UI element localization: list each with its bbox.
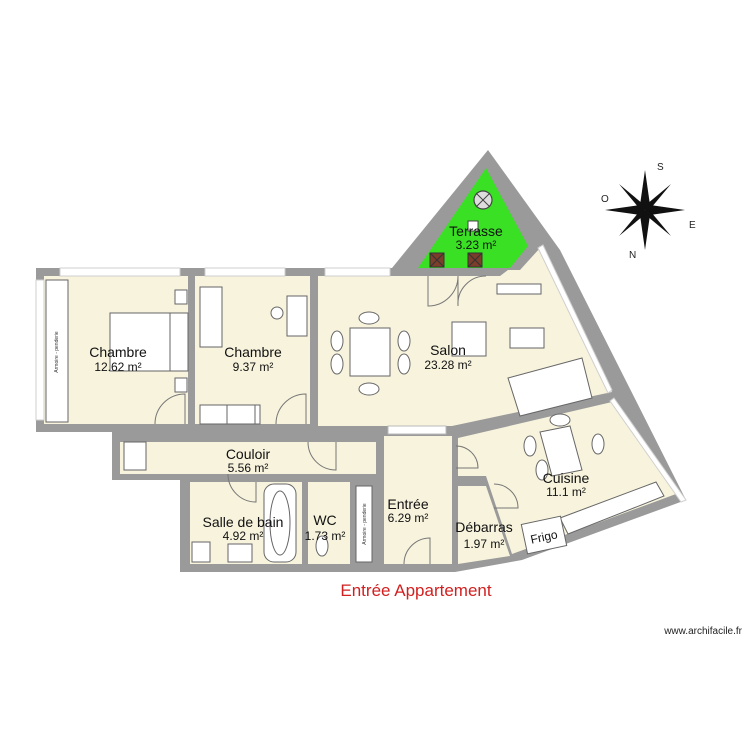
debarras-name: Débarras bbox=[455, 519, 513, 535]
chambre1-area: 12.62 m² bbox=[94, 360, 141, 374]
compass-rose-icon: S O E N bbox=[601, 162, 696, 261]
entree-area: 6.29 m² bbox=[388, 511, 429, 525]
entree-floor bbox=[384, 436, 452, 564]
wardrobe-icon bbox=[45, 279, 69, 423]
terrace-floor bbox=[418, 168, 528, 268]
coffee-table-icon bbox=[509, 327, 545, 349]
couloir-floor bbox=[120, 442, 376, 474]
sdb-area: 4.92 m² bbox=[223, 529, 264, 543]
counter-icon bbox=[559, 481, 665, 535]
chambre1-name: Chambre bbox=[89, 344, 147, 360]
salon-name: Salon bbox=[430, 342, 466, 358]
desk-icon bbox=[199, 286, 223, 348]
cuisine-name: Cuisine bbox=[543, 470, 590, 486]
wardrobe-icon bbox=[355, 485, 373, 563]
compass-n: N bbox=[629, 250, 636, 261]
debarras-area: 1.97 m² bbox=[464, 537, 505, 551]
chair-icon bbox=[330, 330, 344, 352]
terrasse-area: 3.23 m² bbox=[456, 238, 497, 252]
sdb-name: Salle de bain bbox=[203, 514, 284, 530]
dining-table-icon bbox=[539, 425, 583, 477]
wc-area: 1.73 m² bbox=[305, 529, 346, 543]
sink-icon bbox=[227, 543, 253, 563]
cuisine-area: 11.1 m² bbox=[546, 485, 586, 499]
terrasse-name: Terrasse bbox=[449, 223, 503, 239]
desk-icon bbox=[286, 295, 308, 337]
compass-e: E bbox=[689, 220, 696, 231]
entry-title: Entrée Appartement bbox=[340, 581, 491, 600]
room-labels: Terrasse 3.23 m² Chambre 12.62 m² Chambr… bbox=[54, 223, 590, 551]
chambre2-name: Chambre bbox=[224, 344, 282, 360]
sofa-icon bbox=[507, 357, 593, 417]
chair-icon bbox=[523, 435, 537, 457]
chambre2-area: 9.37 m² bbox=[233, 360, 274, 374]
frigo-label: Frigo bbox=[529, 527, 559, 546]
watermark: www.archifacile.fr bbox=[663, 626, 742, 637]
cabinet-icon bbox=[123, 441, 147, 471]
compass-o: O bbox=[601, 194, 609, 205]
armoire-label: Armoire - penderie bbox=[54, 331, 60, 373]
compass-s: S bbox=[657, 162, 664, 173]
doors bbox=[154, 275, 519, 565]
couloir-name: Couloir bbox=[226, 446, 271, 462]
couloir-area: 5.56 m² bbox=[228, 461, 269, 475]
furniture bbox=[45, 279, 665, 563]
terrace-chair-icon bbox=[467, 220, 479, 232]
terrace bbox=[404, 152, 540, 270]
dining-table-icon bbox=[349, 327, 391, 377]
washer-icon bbox=[191, 541, 211, 563]
armchair-icon bbox=[451, 321, 487, 357]
wc-name: WC bbox=[313, 512, 336, 528]
toilet-icon bbox=[315, 535, 329, 557]
chair-icon bbox=[270, 306, 284, 320]
armoire-label: Armoire - penderie bbox=[362, 503, 368, 545]
bed-icon bbox=[109, 312, 171, 372]
salon-area: 23.28 m² bbox=[424, 358, 471, 372]
entree-name: Entrée bbox=[387, 496, 428, 512]
cuisine-floor bbox=[458, 402, 676, 554]
debarras-floor bbox=[458, 486, 510, 564]
tv-unit-icon bbox=[496, 283, 542, 295]
fridge-icon bbox=[520, 515, 568, 555]
windows bbox=[35, 244, 687, 503]
